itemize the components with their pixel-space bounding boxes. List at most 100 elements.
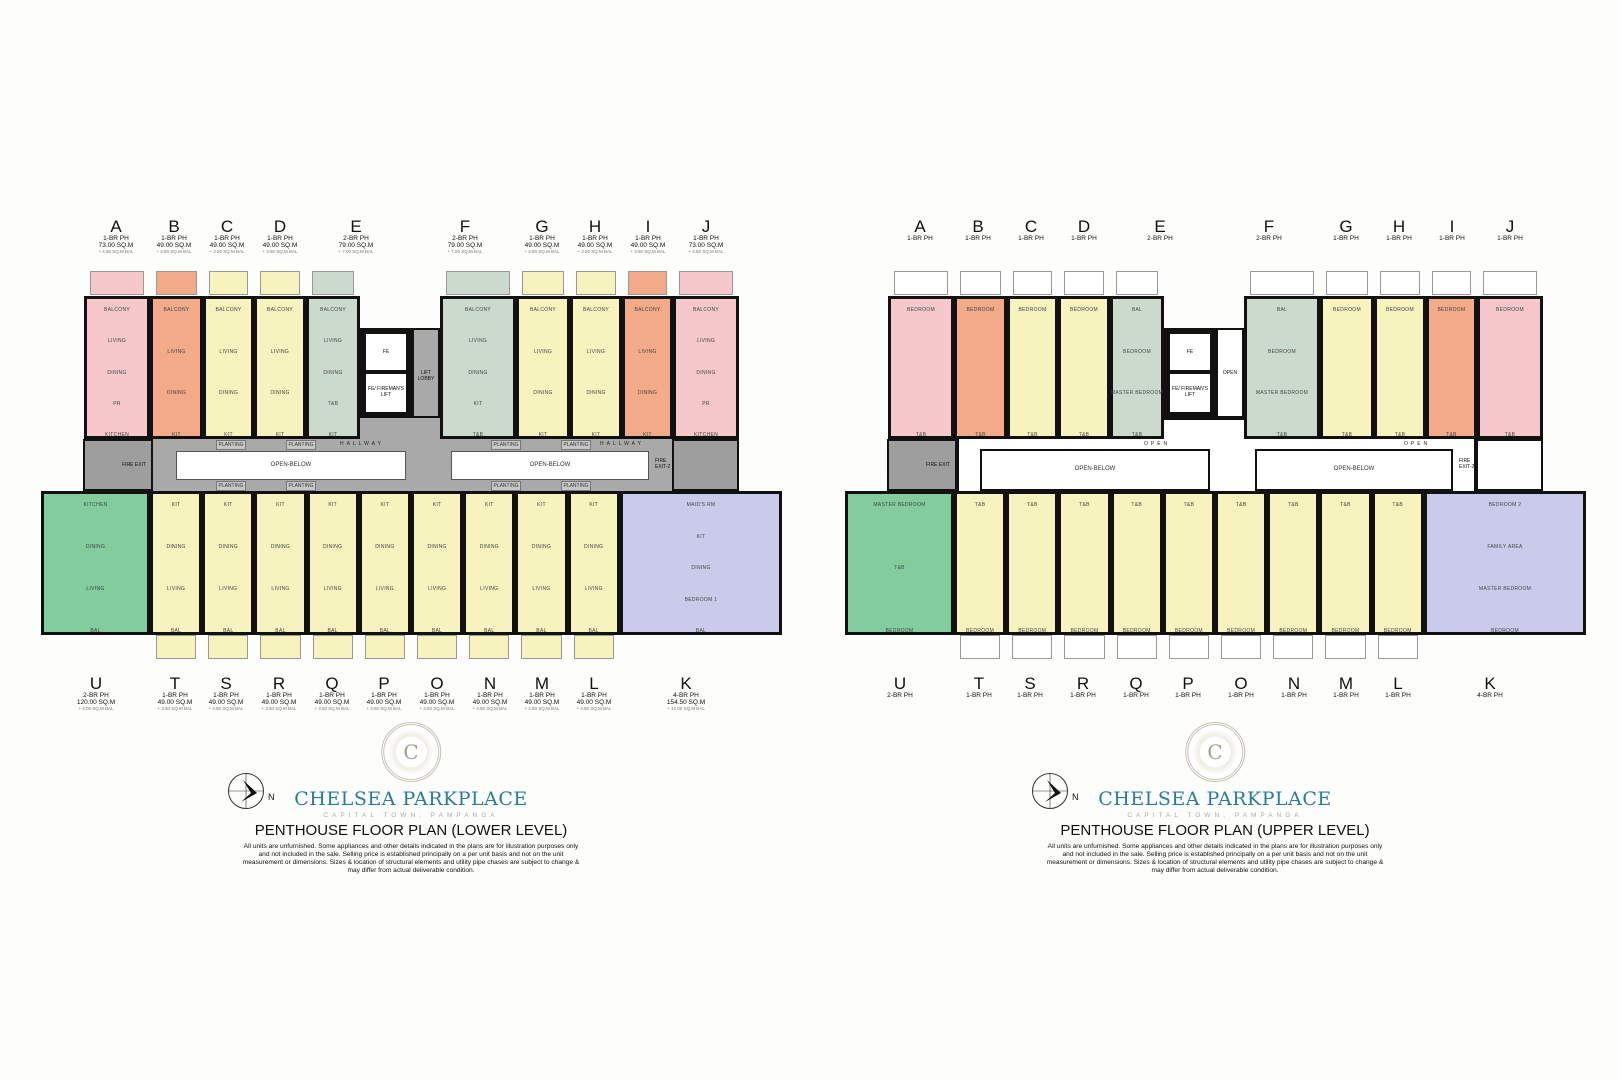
lift-fe: FE — [366, 334, 406, 370]
open-below-label: OPEN-BELOW — [270, 462, 312, 468]
room-label: T&B — [1078, 432, 1090, 438]
unit-letter: D — [273, 217, 287, 236]
unit-balcony-area: + 3.50 SQ.M BAL — [156, 249, 192, 254]
unit-area: 120.00 SQ.M — [76, 699, 116, 706]
unit-balcony-area: + 3.50 SQ.M BAL — [524, 249, 560, 254]
open-below-label: OPEN-BELOW — [529, 462, 571, 468]
room-label: T&B — [472, 432, 484, 438]
room-label: BEDROOM — [1123, 348, 1151, 355]
balcony — [260, 635, 301, 659]
unit-letter: P — [1182, 674, 1194, 693]
room-label: KITCHEN — [693, 432, 719, 438]
room-label: MASTER BEDROOM — [1478, 586, 1532, 592]
room-label: DINING — [696, 369, 716, 376]
hallway-label: OPEN — [1404, 441, 1431, 447]
logo-emblem: C — [1185, 722, 1245, 782]
unit-letter: H — [1392, 217, 1406, 236]
unit-letter: F — [1263, 217, 1275, 236]
room-label: DINING — [533, 390, 553, 397]
room-label: KIT — [172, 432, 181, 438]
room-label: KIT — [643, 432, 652, 438]
fire-exit-stair — [83, 439, 153, 491]
lift-fireman: FE/ FIREMAN'S LIFT — [1170, 374, 1210, 412]
balcony — [156, 635, 197, 659]
room-label: LIVING — [468, 338, 488, 345]
room-label: DINING — [586, 390, 606, 397]
unit-letter: Q — [325, 674, 339, 693]
unit-balcony-area: + 3.50 SQ.M BAL — [208, 706, 244, 711]
room-label: BALCONY — [530, 307, 556, 313]
room-label: BALCONY — [583, 307, 609, 313]
room-label: BEDROOM — [1018, 628, 1047, 634]
unit-type: 1-BR PH — [1175, 692, 1201, 699]
unit-area: 49.00 SQ.M — [630, 242, 666, 249]
unit-type: 1-BR PH — [103, 235, 129, 242]
unit-type: 1-BR PH — [213, 692, 239, 699]
room-label: DINING — [218, 390, 239, 397]
room-label: KIT — [276, 502, 285, 508]
room-label: MASTER BEDROOM — [873, 502, 926, 508]
unit-area: 49.00 SQ.M — [576, 699, 612, 706]
room-label: DINING — [637, 390, 658, 397]
unit-letter: D — [1077, 217, 1091, 236]
room-label: BAL — [275, 628, 286, 634]
planting-box: PLANTING — [286, 440, 316, 450]
room-label: KIT — [171, 502, 181, 508]
unit-letter: B — [972, 217, 984, 236]
unit-letter: O — [1234, 674, 1248, 693]
unit-type: 1-BR PH — [371, 692, 397, 699]
unit-type: 1-BR PH — [965, 235, 991, 242]
room-label: BALCONY — [163, 307, 190, 313]
lift-fireman: FE/ FIREMAN'S LIFT — [366, 374, 406, 412]
room-label: BEDROOM — [885, 628, 914, 634]
room-label: PR — [113, 400, 121, 407]
open-below-label: OPEN-BELOW — [1074, 466, 1116, 472]
room-label: KIT — [224, 432, 233, 438]
unit-type: 1-BR PH — [424, 692, 450, 699]
unit-balcony-area: + 10.00 SQ.M BAL — [667, 706, 705, 711]
balcony — [156, 271, 197, 295]
room-label: DINING — [584, 544, 604, 550]
room-label: BEDROOM — [1174, 628, 1203, 634]
room-label: BEDROOM — [1018, 307, 1047, 313]
unit-type: 1-BR PH — [966, 692, 992, 699]
unit-type: 1-BR PH — [582, 235, 608, 242]
room-label: BAL — [431, 628, 443, 634]
unit-type: 1-BR PH — [161, 235, 187, 242]
unit-balcony-area: + 4.00 SQ.M BAL — [78, 706, 114, 711]
room-label: KITCHEN — [83, 502, 108, 508]
planting-box: PLANTING — [216, 481, 246, 491]
unit-letter: L — [1393, 674, 1403, 693]
unit-balcony-area: + 3.50 SQ.M BAL — [576, 706, 612, 711]
unit-letter: P — [378, 674, 390, 693]
room-label: DINING — [479, 544, 499, 550]
brand-subtitle: CAPITAL TOWN, PAMPANGA — [1127, 812, 1303, 819]
plan-title: PENTHOUSE FLOOR PLAN (UPPER LEVEL) — [1060, 822, 1370, 839]
room-label: BAL — [170, 628, 182, 634]
unit-balcony-area: + 3.50 SQ.M BAL — [472, 706, 508, 711]
lift-lobby: LIFT LOBBY — [412, 328, 440, 418]
room-label: BAL — [484, 628, 495, 634]
balcony — [1116, 635, 1157, 659]
room-label: DINING — [166, 390, 187, 397]
room-label: PR — [702, 400, 710, 407]
